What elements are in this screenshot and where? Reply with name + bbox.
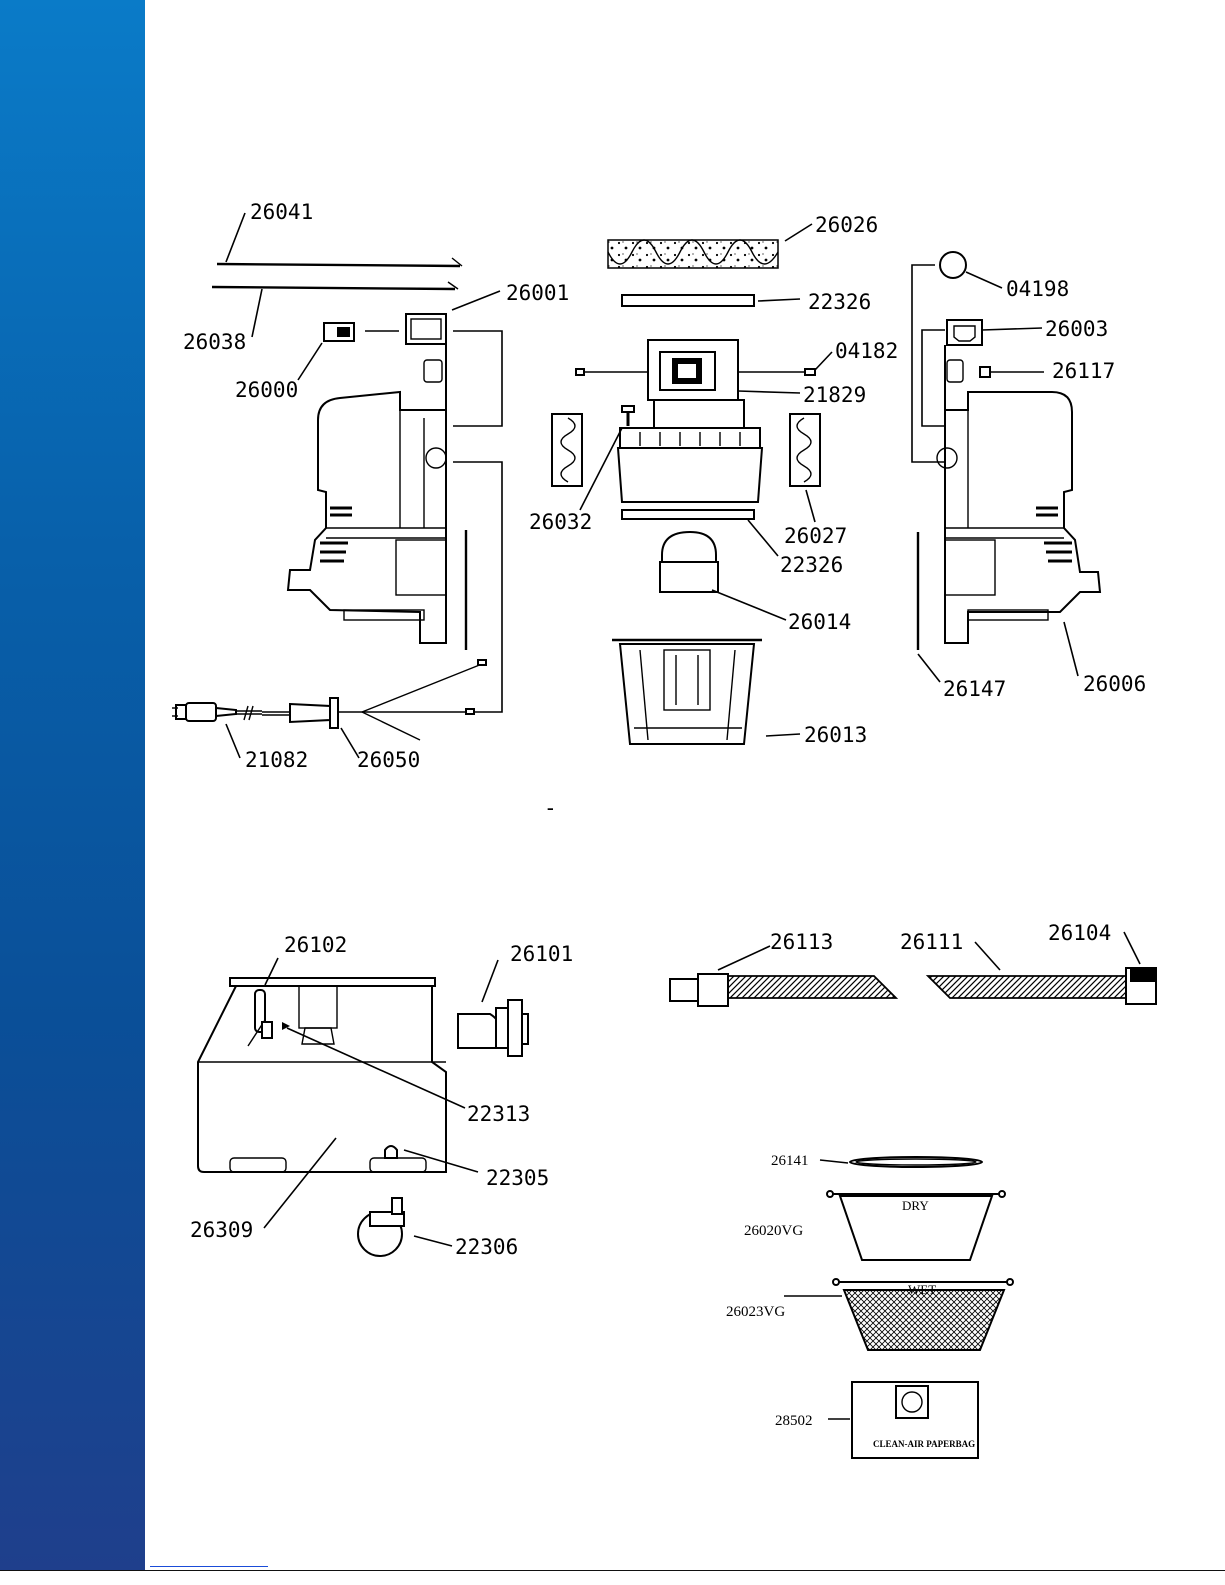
label-26309: 26309 — [190, 1218, 253, 1242]
label-26000: 26000 — [235, 378, 298, 402]
stray-mark: - — [544, 796, 557, 820]
gasket-22326-top — [622, 295, 754, 306]
plug-22305 — [385, 1146, 397, 1158]
label-26032: 26032 — [529, 510, 592, 534]
paper-bag-28502: CLEAN-AIR PAPERBAG — [852, 1382, 978, 1458]
wet-basket-26023VG: WET — [833, 1279, 1013, 1350]
float-26014 — [660, 562, 718, 592]
label-26050: 26050 — [357, 748, 420, 772]
dry-label: DRY — [902, 1198, 929, 1213]
label-26102: 26102 — [284, 933, 347, 957]
label-26117: 26117 — [1052, 359, 1115, 383]
label-26104: 26104 — [1048, 921, 1111, 945]
label-26147: 26147 — [943, 677, 1006, 701]
screw-26117 — [980, 367, 990, 377]
paper-bag-label: CLEAN-AIR PAPERBAG — [873, 1439, 975, 1449]
wet-label: WET — [908, 1282, 936, 1297]
label-26014: 26014 — [788, 610, 851, 634]
label-04182: 04182 — [835, 339, 898, 363]
label-22306: 22306 — [455, 1235, 518, 1259]
label-26001: 26001 — [506, 281, 569, 305]
label-26101: 26101 — [510, 942, 573, 966]
power-cord-21082 — [172, 703, 290, 721]
strain-relief-26050 — [290, 660, 486, 740]
rail-26041 — [217, 264, 460, 266]
label-26020VG: 26020VG — [744, 1223, 803, 1239]
bucket-26013 — [612, 640, 762, 744]
label-26023VG: 26023VG — [726, 1304, 785, 1320]
center-motor-stack — [552, 224, 832, 744]
cuff-26113 — [670, 979, 698, 1001]
label-26041: 26041 — [250, 200, 313, 224]
label-26006: 26006 — [1083, 672, 1146, 696]
left-motor-head — [172, 213, 502, 758]
label-26038: 26038 — [183, 330, 246, 354]
label-26013: 26013 — [804, 723, 867, 747]
label-22305: 22305 — [486, 1166, 549, 1190]
bracket-26101 — [458, 1000, 528, 1056]
label-22313: 22313 — [467, 1102, 530, 1126]
motor-21829 — [576, 340, 815, 502]
gasket-22326-bottom — [622, 510, 754, 519]
rail-26038 — [212, 287, 455, 289]
label-21082: 21082 — [245, 748, 308, 772]
dry-basket-26020VG: DRY — [827, 1191, 1005, 1260]
label-26111: 26111 — [900, 930, 963, 954]
ring-04198 — [940, 252, 966, 278]
label-21829: 21829 — [803, 383, 866, 407]
label-26003: 26003 — [1045, 317, 1108, 341]
label-26026: 26026 — [815, 213, 878, 237]
label-26141: 26141 — [771, 1153, 809, 1169]
hose-26111 — [928, 976, 1126, 998]
label-04198: 04198 — [1006, 277, 1069, 301]
caster-22306 — [358, 1198, 404, 1256]
filters: DRY WET CLEAN-AIR PAPERBAG — [784, 1157, 1013, 1458]
label-28502: 28502 — [775, 1413, 813, 1429]
label-26113: 26113 — [770, 930, 833, 954]
label-26027: 26027 — [784, 524, 847, 548]
label-22326-bottom: 22326 — [780, 553, 843, 577]
label-22326-top: 22326 — [808, 290, 871, 314]
